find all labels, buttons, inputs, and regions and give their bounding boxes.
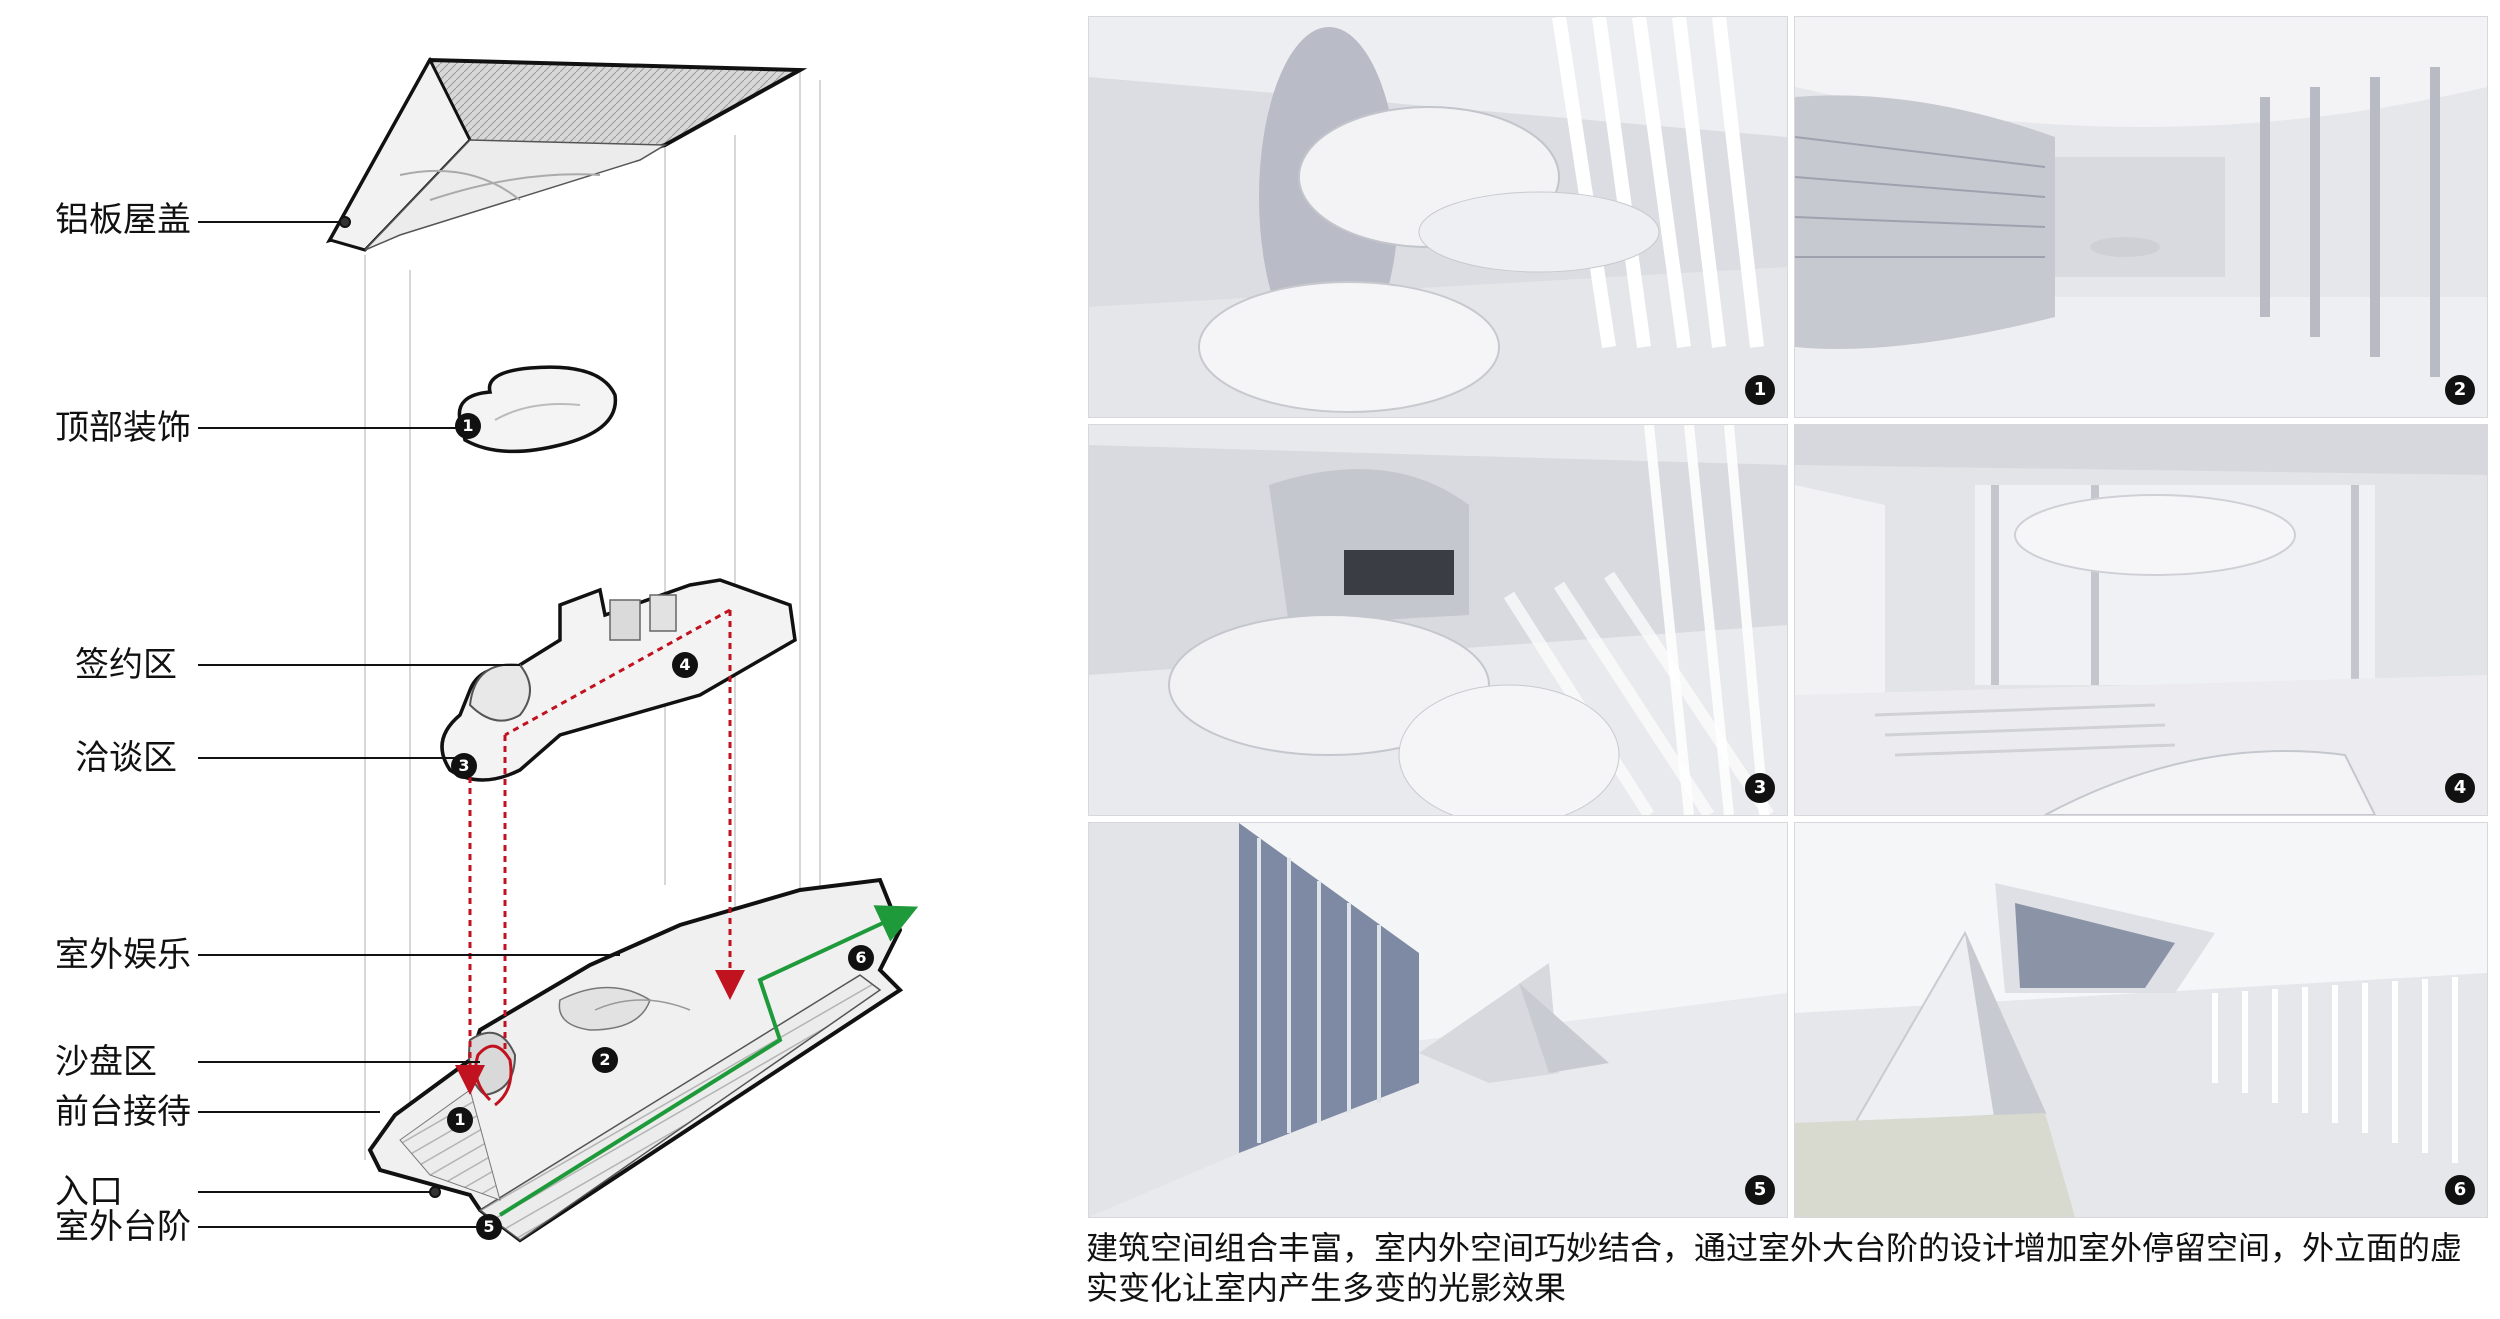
diagram-marker: 2 [592, 1047, 618, 1073]
render-number-badge: 5 [1745, 1175, 1775, 1205]
label-reception: 前台接待 [55, 1092, 191, 1132]
diagram-marker: 1 [455, 413, 481, 439]
render-number-badge: 3 [1745, 773, 1775, 803]
render-1: 1 [1088, 16, 1788, 418]
ceiling-decoration-layer [457, 365, 618, 454]
render-5: 5 [1088, 822, 1788, 1218]
exploded-axonometric-diagram: 铝板屋盖 顶部装饰 签约区 洽谈区 室外娱乐 沙盘区 前台接待 入口 室外台阶 … [0, 0, 1080, 1315]
render-1-image [1089, 17, 1787, 417]
render-2-image [1795, 17, 2487, 417]
label-ceiling-decoration: 顶部装饰 [55, 408, 191, 448]
render-number-badge: 2 [2445, 375, 2475, 405]
render-number-badge: 1 [1745, 375, 1775, 405]
render-4: 4 [1794, 424, 2488, 816]
projection-lines [364, 70, 821, 1160]
label-entrance: 入口 [55, 1172, 123, 1212]
caption-text: 建筑空间组合丰富，室内外空间巧妙结合，通过室外大台阶的设计增加室外停留空间，外立… [1086, 1229, 2463, 1307]
label-negotiation-zone: 洽谈区 [75, 738, 177, 778]
ground-floor-layer [367, 877, 904, 1243]
render-5-image [1089, 823, 1787, 1217]
leader-lines [198, 216, 620, 1228]
diagram-marker: 6 [848, 945, 874, 971]
roof-layer [325, 56, 808, 252]
upper-floor-layer [440, 578, 797, 782]
render-6: 6 [1794, 822, 2488, 1218]
render-3: 3 [1088, 424, 1788, 816]
label-outdoor-entertainment: 室外娱乐 [55, 935, 191, 975]
render-4-image [1795, 425, 2487, 815]
green-route [498, 905, 919, 1217]
render-6-image [1795, 823, 2487, 1217]
diagram-marker: 4 [672, 652, 698, 678]
label-signing-zone: 签约区 [75, 645, 177, 685]
diagram-marker: 5 [476, 1214, 502, 1240]
label-outdoor-steps: 室外台阶 [55, 1207, 191, 1247]
red-route [455, 608, 745, 1107]
label-sand-table: 沙盘区 [55, 1042, 157, 1082]
diagram-drawing [198, 56, 919, 1243]
render-2: 2 [1794, 16, 2488, 418]
render-number-badge: 4 [2445, 773, 2475, 803]
render-number-badge: 6 [2445, 1175, 2475, 1205]
render-3-image [1089, 425, 1787, 815]
diagram-marker: 3 [451, 753, 477, 779]
diagram-marker: 1 [447, 1107, 473, 1133]
label-roof: 铝板屋盖 [55, 200, 191, 240]
